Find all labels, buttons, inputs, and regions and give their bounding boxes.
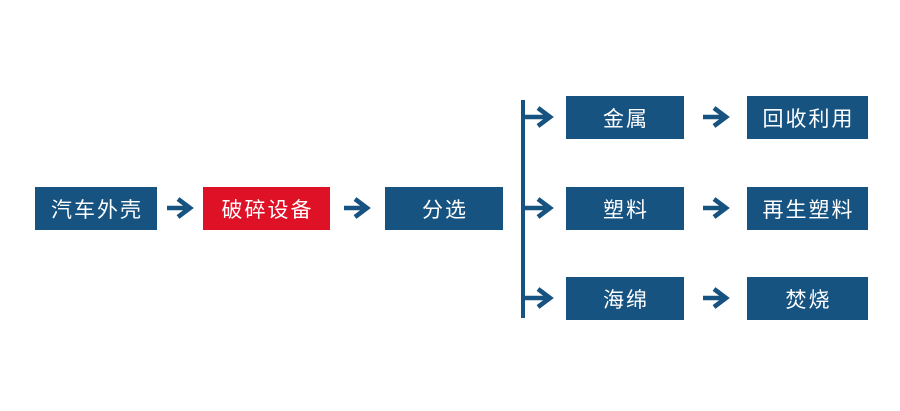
- arrow-right-icon: [703, 287, 730, 309]
- node-recycled-plastic: 再生塑料: [747, 187, 868, 230]
- node-car-shell: 汽车外壳: [35, 187, 157, 230]
- node-incineration: 焚烧: [747, 277, 868, 320]
- node-recycling-reuse: 回收利用: [747, 96, 868, 139]
- node-crushing-equipment: 破碎设备: [203, 187, 330, 230]
- arrow-right-icon: [167, 197, 194, 219]
- arrow-right-icon: [703, 106, 730, 128]
- arrow-right-icon: [521, 287, 554, 309]
- arrow-right-icon: [521, 197, 554, 219]
- arrow-right-icon: [521, 106, 554, 128]
- node-sponge: 海绵: [566, 277, 684, 320]
- node-sorting: 分选: [385, 187, 503, 230]
- node-plastic: 塑料: [566, 187, 684, 230]
- node-metal: 金属: [566, 96, 684, 139]
- arrow-right-icon: [703, 197, 730, 219]
- arrow-right-icon: [344, 197, 371, 219]
